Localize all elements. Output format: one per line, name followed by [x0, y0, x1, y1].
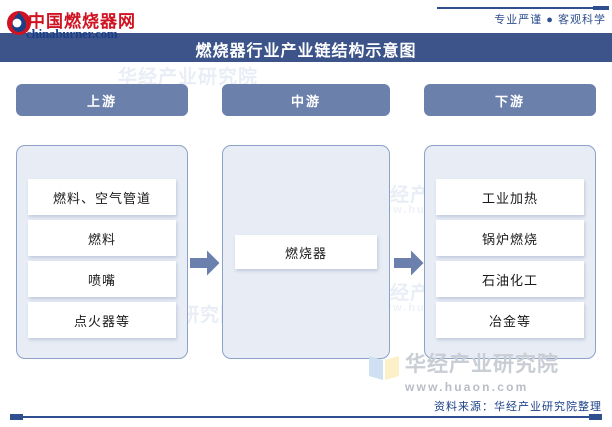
column-header-upstream-label: 上游 — [86, 93, 117, 109]
column-header-upstream[interactable]: 上游 — [16, 84, 188, 116]
list-item[interactable]: 锅炉燃烧 — [436, 220, 584, 256]
page-title: 燃烧器行业产业链结构示意图 — [195, 41, 417, 60]
list-item[interactable]: 燃料、空气管道 — [28, 179, 176, 215]
watermark-url: www.huaon.com — [405, 380, 529, 394]
list-item[interactable]: 喷嘴 — [28, 261, 176, 297]
site-logo-cn: 中国燃烧器网 — [28, 12, 136, 32]
stage-downstream: 工业加热 锅炉燃烧 石油化工 冶金等 — [424, 145, 596, 359]
site-logo-en: chinaburner.com — [26, 26, 118, 41]
upstream-item-list: 燃料、空气管道 燃料 喷嘴 点火器等 — [28, 179, 176, 338]
list-item[interactable]: 燃烧器 — [235, 235, 377, 269]
column-header-midstream[interactable]: 中游 — [222, 84, 390, 116]
list-item[interactable]: 点火器等 — [28, 302, 176, 338]
column-header-downstream-label: 下游 — [494, 93, 525, 109]
list-item[interactable]: 燃料 — [28, 220, 176, 256]
tagline-rule — [437, 6, 609, 10]
footer-rule — [10, 414, 602, 420]
source-note: 资料来源：华经产业研究院整理 — [434, 401, 602, 413]
downstream-item-list: 工业加热 锅炉燃烧 石油化工 冶金等 — [436, 179, 584, 338]
stage-upstream: 燃料、空气管道 燃料 喷嘴 点火器等 — [16, 145, 188, 359]
tagline: 专业严谨 ● 客观科学 — [494, 14, 606, 26]
column-header-midstream-label: 中游 — [290, 93, 321, 109]
list-item[interactable]: 工业加热 — [436, 179, 584, 215]
stage-midstream: 燃烧器 — [222, 145, 390, 359]
list-item[interactable]: 冶金等 — [436, 302, 584, 338]
title-bar: 燃烧器行业产业链结构示意图 — [0, 33, 612, 62]
list-item[interactable]: 石油化工 — [436, 261, 584, 297]
arrow-right-icon — [190, 250, 220, 276]
arrow-right-icon — [394, 250, 424, 276]
column-header-downstream[interactable]: 下游 — [424, 84, 596, 116]
flame-globe-icon — [7, 11, 31, 35]
site-logo[interactable]: 中国燃烧器网 chinaburner.com — [6, 6, 160, 44]
